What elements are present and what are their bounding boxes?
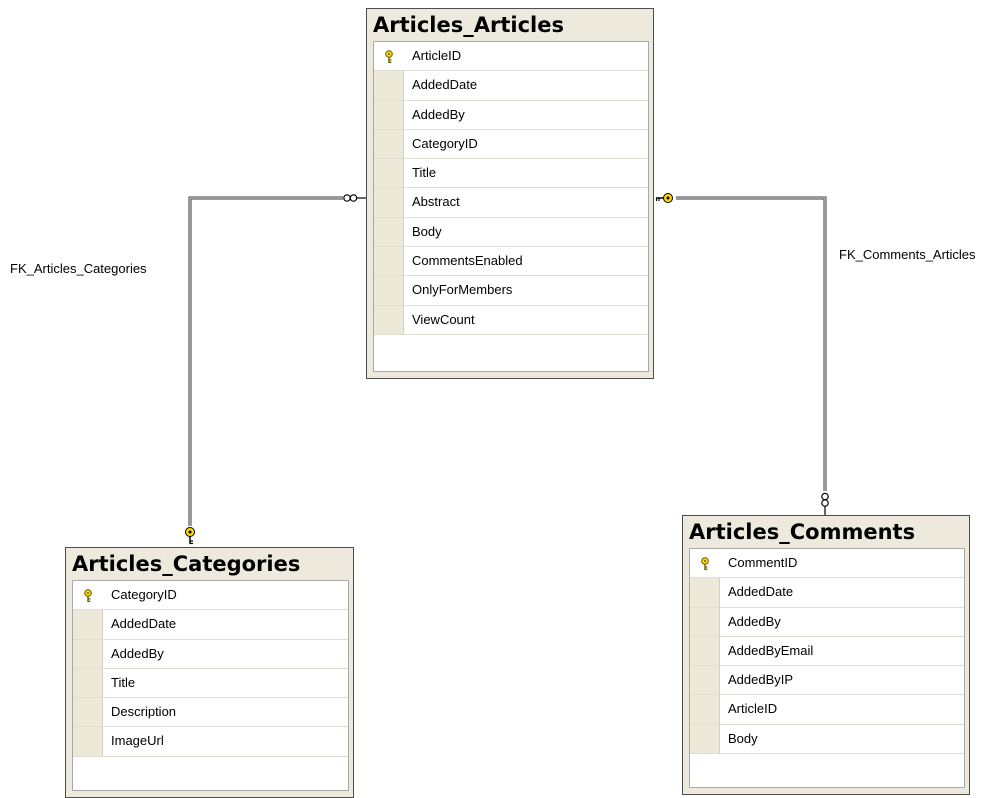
row-selector[interactable] <box>374 247 404 276</box>
key-icon <box>185 527 195 545</box>
row-selector[interactable] <box>73 581 103 610</box>
column-name: AddedBy <box>728 613 781 629</box>
column-name: CategoryID <box>111 587 177 602</box>
table-title: Articles_Comments <box>689 520 916 544</box>
row-selector[interactable] <box>690 724 720 754</box>
column-name: ArticleID <box>412 48 462 63</box>
column-row[interactable]: CommentsEnabled <box>374 247 648 277</box>
row-selector[interactable] <box>73 668 103 698</box>
column-row[interactable]: CategoryID <box>73 581 348 611</box>
column-name: Body <box>728 730 758 746</box>
relationship-fk-comments-articles[interactable] <box>655 193 829 516</box>
row-selector[interactable] <box>374 100 404 129</box>
column-row[interactable]: ViewCount <box>374 305 648 335</box>
infinity-icon <box>821 492 829 515</box>
fk-label-articles-categories: FK_Articles_Categories <box>10 261 147 276</box>
row-selector[interactable] <box>374 276 404 305</box>
row-selector[interactable] <box>374 71 404 100</box>
column-name: ViewCount <box>412 311 475 327</box>
key-icon <box>701 557 709 570</box>
column-name: AddedBy <box>111 645 164 661</box>
column-row[interactable]: AddedBy <box>73 639 348 669</box>
key-icon <box>84 589 92 602</box>
row-selector[interactable] <box>374 42 404 71</box>
table-title: Articles_Categories <box>72 552 301 576</box>
infinity-icon <box>343 194 367 202</box>
row-selector[interactable] <box>690 607 720 636</box>
column-name: Description <box>111 704 177 720</box>
column-name: CommentsEnabled <box>412 253 523 269</box>
row-selector[interactable] <box>374 129 404 159</box>
row-selector[interactable] <box>73 639 103 668</box>
row-selector[interactable] <box>73 727 103 756</box>
column-row[interactable]: AddedBy <box>374 100 648 130</box>
column-name: Body <box>412 223 442 239</box>
column-name: AddedByIP <box>728 672 794 688</box>
column-name: Title <box>111 674 136 690</box>
row-selector[interactable] <box>374 159 404 188</box>
column-row[interactable]: AddedDate <box>690 578 964 608</box>
column-row[interactable]: Body <box>374 217 648 248</box>
row-selector[interactable] <box>690 578 720 607</box>
column-name: ArticleID <box>728 701 778 717</box>
column-name: AddedDate <box>111 616 177 632</box>
column-name: ImageUrl <box>111 733 164 749</box>
row-selector[interactable] <box>374 305 404 334</box>
row-selector[interactable] <box>374 217 404 247</box>
column-name: CategoryID <box>412 135 478 151</box>
row-selector[interactable] <box>73 698 103 727</box>
column-row[interactable]: AddedBy <box>690 607 964 637</box>
column-row[interactable]: CommentID <box>690 549 964 579</box>
column-row[interactable]: AddedByIP <box>690 666 964 696</box>
column-row[interactable]: ArticleID <box>374 42 648 72</box>
column-name: Title <box>412 165 437 181</box>
row-selector[interactable] <box>690 666 720 695</box>
column-name: AddedByEmail <box>728 642 814 658</box>
column-row[interactable]: Title <box>73 668 348 699</box>
table-title: Articles_Articles <box>373 13 564 37</box>
column-row[interactable]: Abstract <box>374 188 648 218</box>
relationship-fk-articles-categories[interactable] <box>185 194 368 545</box>
column-name: Abstract <box>412 194 460 210</box>
column-row[interactable]: Title <box>374 159 648 189</box>
column-row[interactable]: ImageUrl <box>73 727 348 757</box>
column-row[interactable]: ArticleID <box>690 695 964 725</box>
column-row[interactable]: OnlyForMembers <box>374 276 648 306</box>
column-row[interactable]: Body <box>690 724 964 755</box>
fk-label-comments-articles: FK_Comments_Articles <box>839 247 976 262</box>
column-name: AddedDate <box>412 77 478 93</box>
column-row[interactable]: AddedDate <box>374 71 648 101</box>
key-icon <box>655 193 673 203</box>
column-name: AddedBy <box>412 106 465 122</box>
column-row[interactable]: AddedByEmail <box>690 636 964 667</box>
column-row[interactable]: Description <box>73 698 348 728</box>
row-selector[interactable] <box>690 549 720 578</box>
column-row[interactable]: CategoryID <box>374 129 648 160</box>
row-selector[interactable] <box>690 636 720 666</box>
column-row[interactable]: AddedDate <box>73 610 348 640</box>
row-selector[interactable] <box>73 610 103 639</box>
column-name: CommentID <box>728 555 798 570</box>
key-icon <box>385 50 393 63</box>
column-name: AddedDate <box>728 584 794 600</box>
column-name: OnlyForMembers <box>412 282 513 298</box>
row-selector[interactable] <box>374 188 404 217</box>
row-selector[interactable] <box>690 695 720 724</box>
